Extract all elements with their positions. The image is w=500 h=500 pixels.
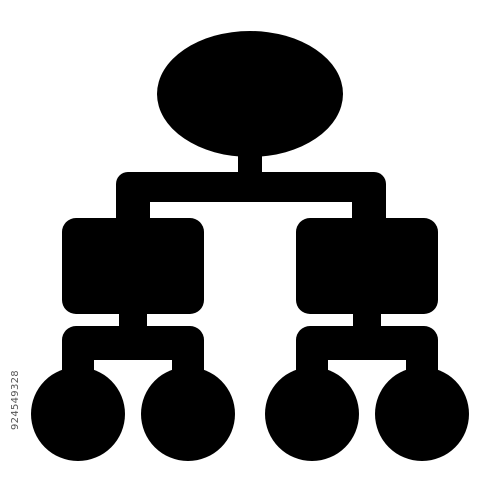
right-branch-connector (352, 180, 386, 230)
leaf-node-2-icon (141, 367, 235, 461)
right-child-node-icon (296, 218, 438, 314)
leaf-node-3-icon (265, 367, 359, 461)
branch-bar-connector (116, 172, 386, 202)
leaf-node-1-icon (31, 367, 125, 461)
left-branch-connector (116, 180, 150, 230)
left-child-node-icon (62, 218, 204, 314)
left-lower-bar-connector (62, 326, 204, 360)
stock-id-text: 924549328 (10, 370, 21, 430)
leaf-node-4-icon (375, 367, 469, 461)
root-node-icon (157, 31, 343, 157)
right-lower-bar-connector (296, 326, 438, 360)
